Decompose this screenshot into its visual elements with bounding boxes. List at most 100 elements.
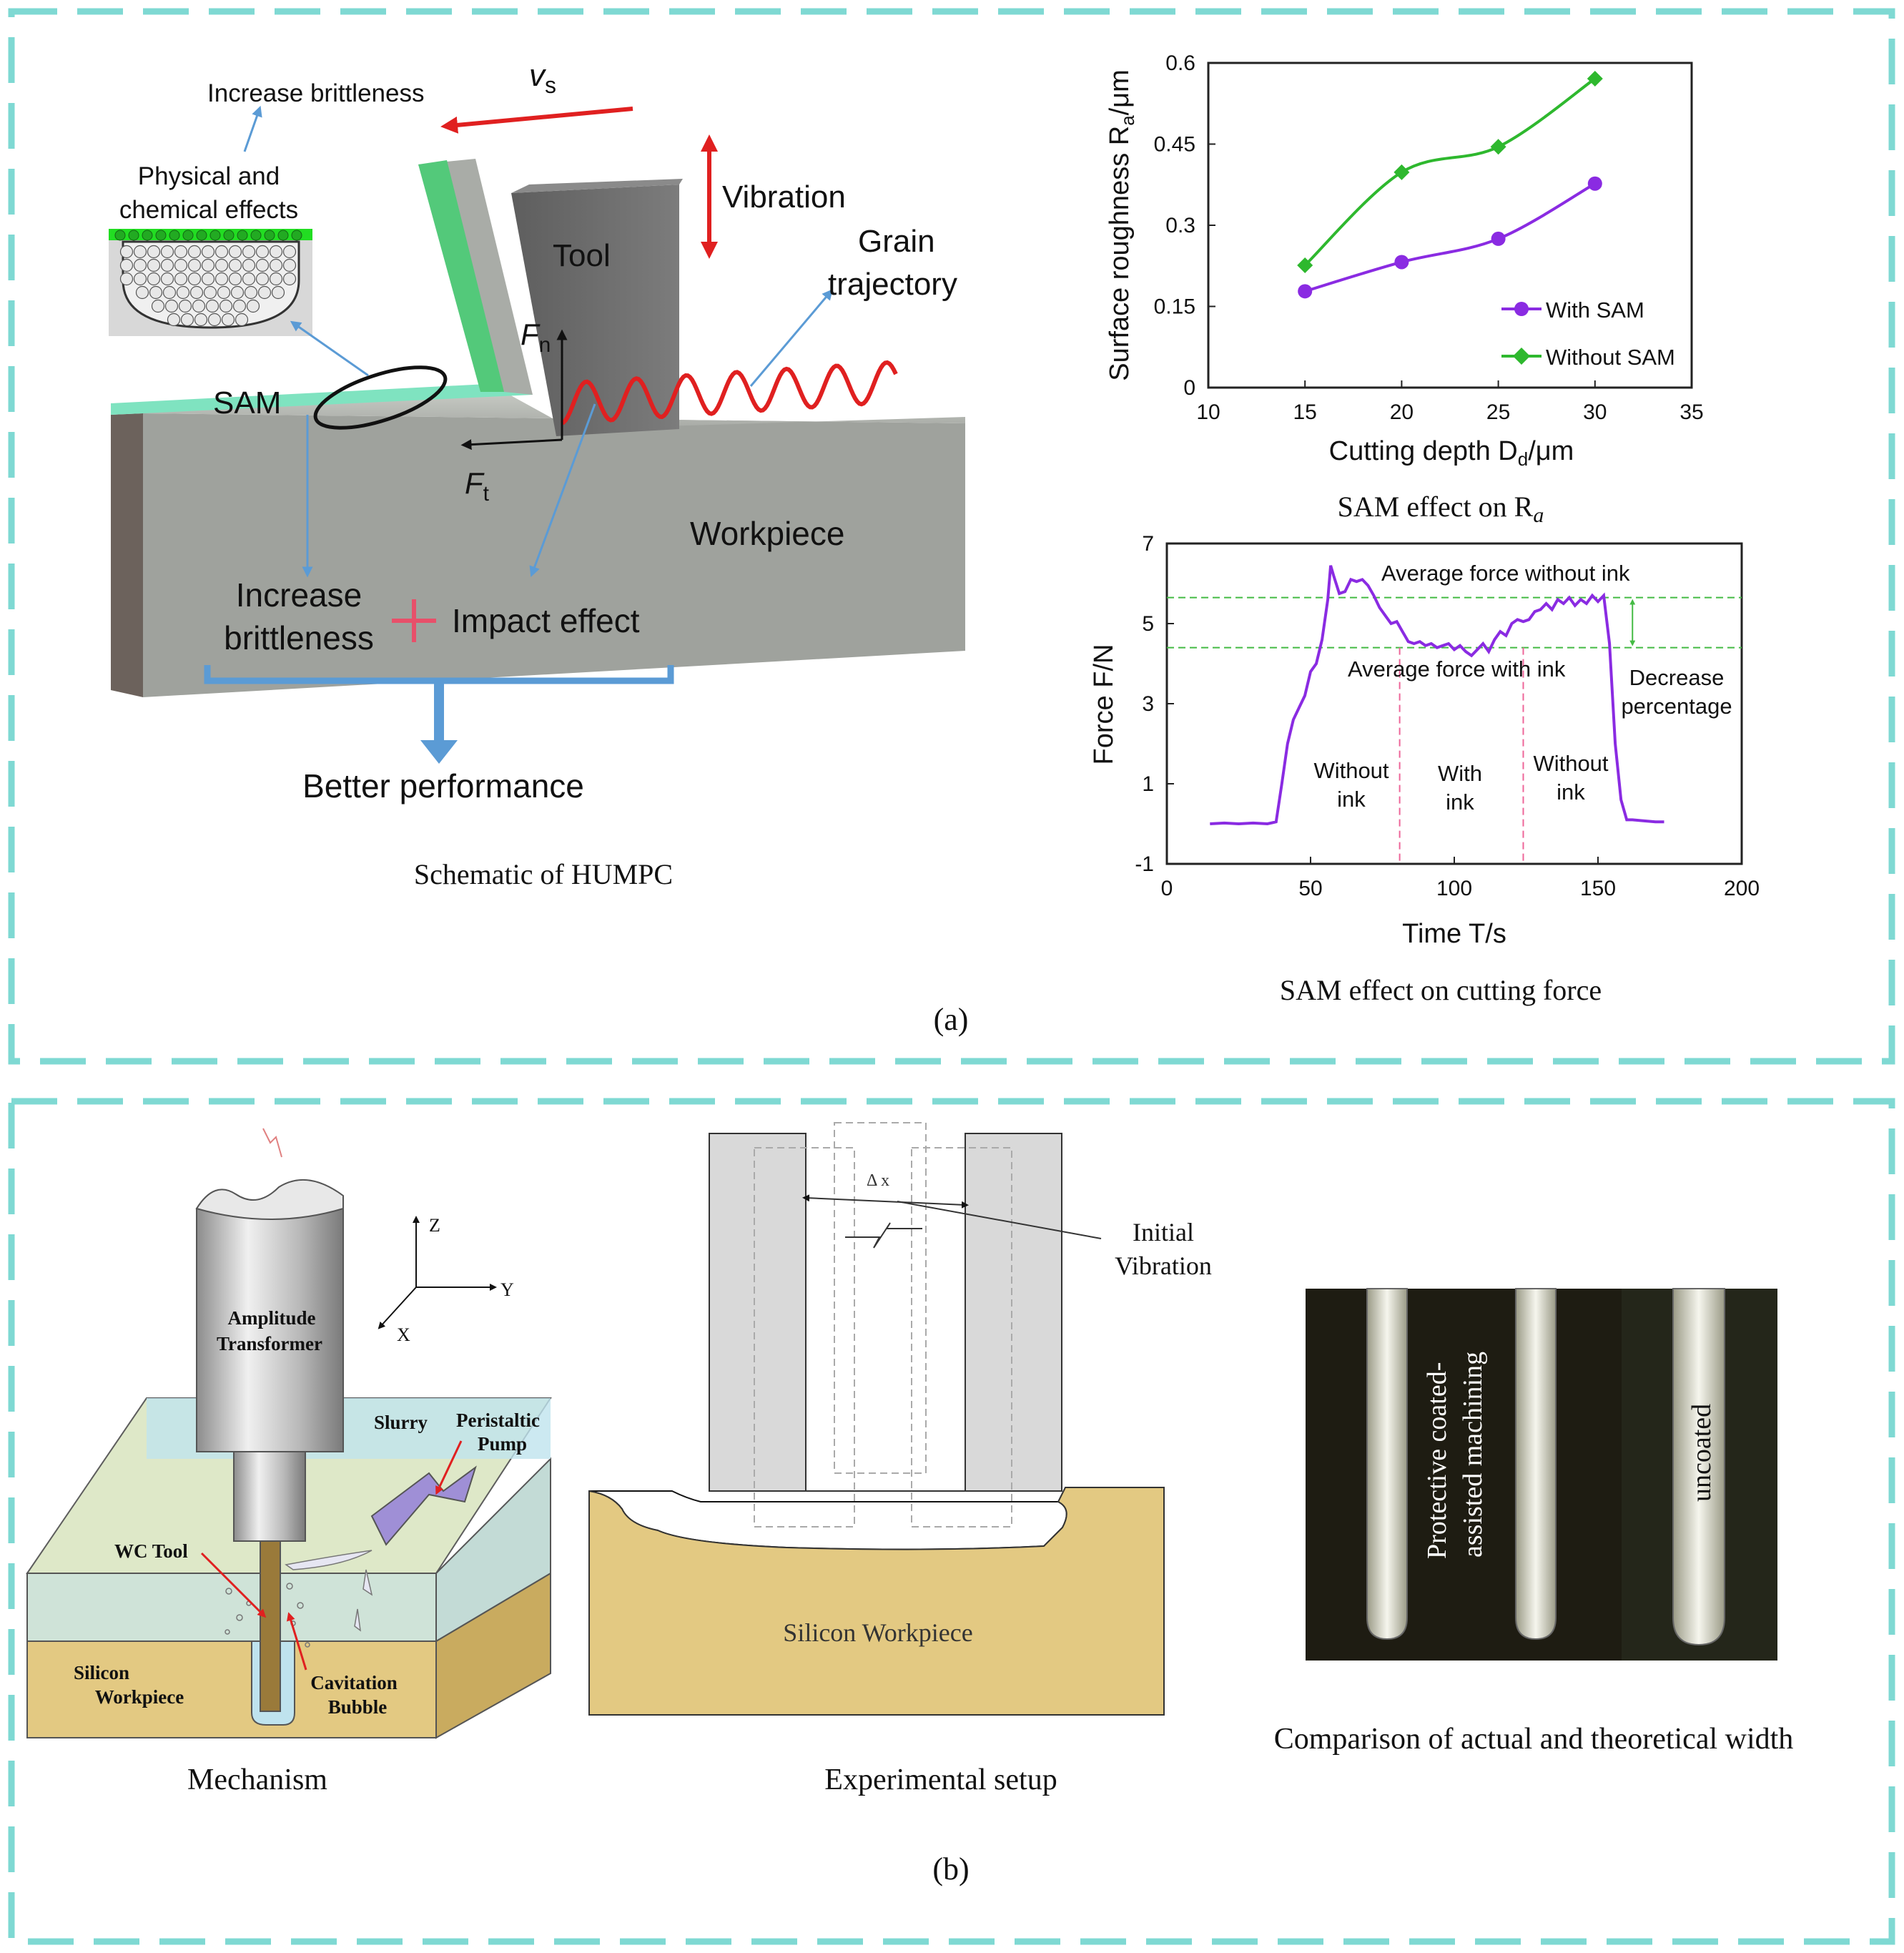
sam-molecule (169, 230, 180, 241)
chart1-title: SAM effect on Ra (1338, 491, 1544, 527)
substrate-atom (214, 258, 229, 272)
substrate-atom (228, 245, 242, 259)
x-tick-label: 200 (1724, 877, 1760, 900)
chart2-ylabel: Force F/N (1089, 644, 1119, 765)
tool-top (511, 179, 683, 193)
delta-x-label: Δ x (867, 1171, 889, 1190)
physical-line2: chemical effects (119, 196, 298, 224)
x-tick-label: 0 (1161, 877, 1173, 900)
groove-3 (1672, 1288, 1725, 1646)
slurry-right (435, 1457, 551, 1643)
mechanism-caption: Mechanism (187, 1763, 327, 1796)
wc-tool-label: WC Tool (114, 1540, 188, 1562)
substrate-atom (174, 245, 188, 259)
sam-molecule (264, 230, 275, 241)
substrate-atom (242, 258, 256, 272)
data-point-without-sam (1587, 70, 1603, 87)
substrate-atom (180, 313, 194, 327)
chart1-xlabel: Cutting depth Dd/μm (1329, 436, 1574, 470)
substrate-atom (271, 285, 285, 300)
axis-z-label: Z (429, 1215, 440, 1236)
sam-molecule (114, 230, 126, 241)
schematic-caption: Schematic of HUMPC (414, 858, 673, 890)
x-tick-label: 30 (1583, 400, 1607, 424)
sam-molecule (209, 230, 221, 241)
vibration-label: Vibration (722, 179, 846, 215)
substrate-atom (189, 285, 204, 300)
transformer-top (195, 1179, 344, 1220)
substrate-atom (167, 313, 181, 327)
amp-line1: Amplitude (227, 1307, 315, 1329)
tool-block (511, 185, 679, 436)
inset-to-top-arrow (243, 105, 262, 152)
substrate-atom (149, 285, 163, 300)
annot-decrease-2: percentage (1621, 694, 1732, 719)
physical-line1: Physical and (138, 162, 280, 190)
substrate-atom (201, 258, 215, 272)
data-point-with-sam (1587, 176, 1602, 191)
substrate-atom (160, 258, 174, 272)
panel-b-frame (8, 1098, 1895, 1945)
substrate-atom (269, 272, 283, 286)
sam-ellipse (313, 365, 448, 430)
substrate-atom (187, 245, 202, 259)
increase-brittleness-top-label: Increase brittleness (207, 79, 424, 107)
axis-y-label: Y (500, 1279, 514, 1300)
substrate-atom (217, 285, 231, 300)
axis-x-label: X (397, 1324, 410, 1345)
substrate-atom (147, 272, 161, 286)
substrate-atom (255, 258, 270, 272)
silicon-setup-label: Silicon Workpiece (783, 1618, 972, 1647)
vs-label: vs (529, 58, 556, 98)
substrate-atom (133, 245, 147, 259)
workpiece-label: Workpiece (690, 515, 844, 552)
annot-region1-2: ink (1337, 787, 1366, 812)
annot-region2-2: ink (1446, 789, 1474, 815)
vibration-ghost-outlines (754, 1122, 1012, 1528)
silicon-line2: Workpiece (95, 1686, 184, 1708)
annot-decrease-1: Decrease (1629, 665, 1725, 690)
y-tick-label: 0.45 (1154, 133, 1195, 157)
substrate-atom (187, 272, 202, 286)
left-tool-wall (709, 1133, 807, 1492)
y-tick-label: 7 (1142, 532, 1154, 556)
wc-tool-arrow (200, 1552, 267, 1618)
x-tick-label: 20 (1390, 400, 1414, 424)
data-point-without-sam (1490, 139, 1506, 155)
substrate-atom (174, 258, 188, 272)
sam-molecule (237, 230, 248, 241)
pump-line2: Pump (478, 1433, 527, 1455)
workpiece-left-face (111, 413, 143, 697)
tool-label: Tool (553, 238, 611, 273)
pump-arrow (435, 1440, 463, 1495)
chart1-ylabel: Surface roughness Ra/μm (1105, 69, 1138, 381)
groove-1 (1366, 1288, 1408, 1640)
legend-with-sam: With SAM (1546, 297, 1644, 323)
initial-leader (897, 1201, 1102, 1239)
substrate-atom (194, 313, 208, 327)
substrate-atom (282, 258, 297, 272)
substrate-atom (192, 299, 206, 313)
microscope-comparison: Protective coated- assisted machining un… (1274, 1288, 1793, 1756)
sam-inset (109, 229, 312, 336)
substrate-atom (162, 285, 177, 300)
substrate-atom (244, 285, 258, 300)
substrate-atom (133, 272, 147, 286)
ft-label: Ft (465, 466, 490, 506)
substrate-atom (269, 245, 283, 259)
substrate-atom (230, 285, 245, 300)
peristaltic-pump (370, 1465, 477, 1546)
substrate-atom (228, 272, 242, 286)
y-tick-label: 0.15 (1154, 295, 1195, 319)
uncoated-label: uncoated (1687, 1404, 1717, 1502)
chart1-legend: With SAM Without SAM (1501, 297, 1675, 370)
substrate-atom (119, 272, 134, 286)
panel-a-label: (a) (934, 1002, 969, 1037)
workpiece-front-face (143, 413, 965, 697)
x-tick-label: 25 (1486, 400, 1510, 424)
vibration-zigzag (845, 1222, 922, 1249)
sam-layer (111, 383, 533, 415)
legend-without-sam: Without SAM (1546, 345, 1675, 370)
